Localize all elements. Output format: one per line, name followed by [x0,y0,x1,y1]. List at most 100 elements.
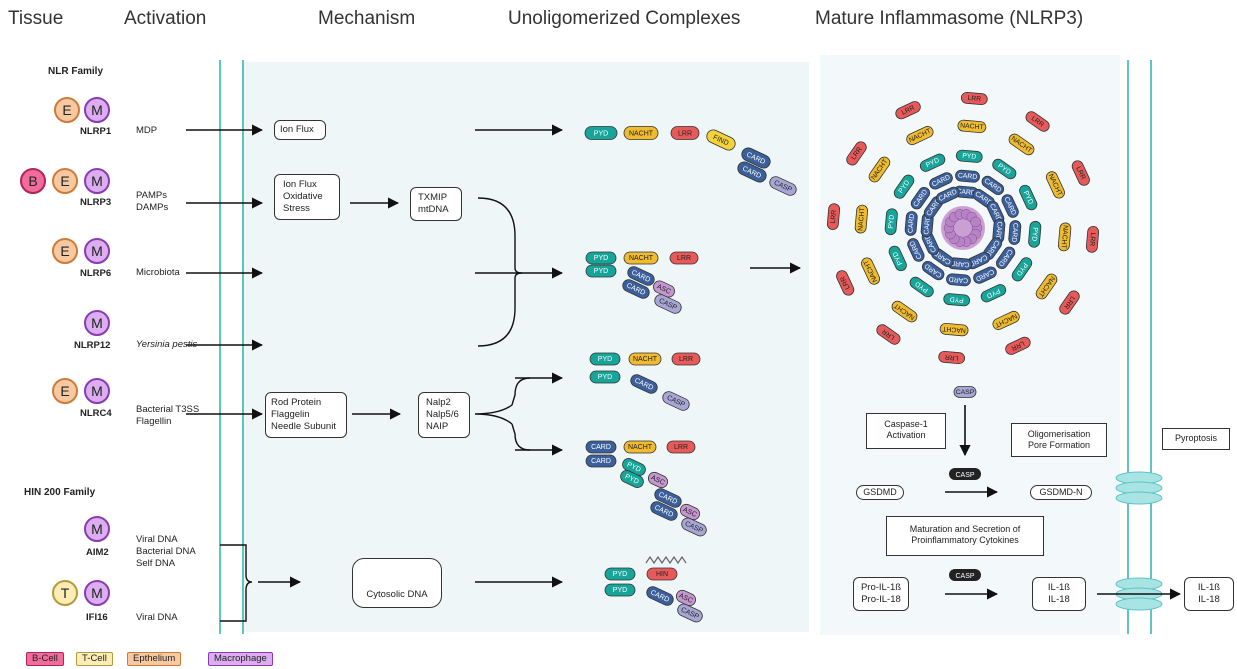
casp-domain: CASP [769,176,797,196]
asc-bead [970,216,981,228]
epithelium-badge: E [54,97,80,123]
b-cell-badge: B [20,168,46,194]
svg-text:LRR: LRR [678,130,692,137]
cytoplasm-panel-left [244,62,809,632]
pyd-domain: PYD [604,567,636,581]
nacht-domain: NACHT [1057,222,1072,252]
cell-membrane-right [1127,60,1152,634]
svg-text:NACHT: NACHT [628,444,653,451]
header-mature: Mature Inflammasome (NLRP3) [815,8,1084,29]
pyd-domain: PYD [589,352,621,366]
nlr-family-label: NLR Family [48,66,104,77]
cytosolic-dna-box: Cytosolic DNA [352,558,442,608]
casp-domain: CASP [953,386,977,398]
svg-text:PYD: PYD [594,130,608,137]
pyd-domain: PYD [888,245,907,272]
lrr-domain: LRR [826,203,841,231]
lrr-domain: LRR [666,440,696,454]
lrr-domain: LRR [1025,111,1050,132]
ion-flux-stress-box: Ion Flux Oxidative Stress [274,174,340,220]
svg-text:CARD: CARD [949,275,969,284]
svg-text:LRR: LRR [1088,232,1096,246]
activation-nlrp3: PAMPs DAMPs [136,190,169,213]
hin-domain: HIN [646,567,678,581]
pyd-domain: PYD [585,264,617,278]
macrophage-badge: M [84,378,110,404]
casp-domain: CASP [662,391,690,411]
lrr-domain: LRR [671,352,701,366]
lrr-domain: LRR [938,350,966,365]
casp-domain: CASP [681,517,707,537]
macrophage-badge: M [84,238,110,264]
svg-text:PYD: PYD [594,268,608,275]
svg-text:LRR: LRR [830,210,838,224]
asc-domain: ASC [647,471,669,489]
legend-t-cell: T-Cell [76,652,113,666]
svg-text:NACHT: NACHT [857,207,866,231]
casp-domain: CASP [677,603,703,623]
card-domain: CARD [585,454,617,468]
nacht-domain: NACHT [628,352,662,366]
sensor-nlrp3: NLRP3 [80,197,112,208]
pyd-domain: PYD [1028,220,1042,248]
txmip-box: TXMIP mtDNA [410,187,462,221]
lrr-domain: LRR [836,270,855,296]
lrr-domain: LRR [1005,336,1031,355]
card-domain: CARD [955,169,980,183]
asc-domain: ASC [675,589,697,607]
nacht-domain: NACHT [957,119,987,134]
activation-nlrp6: Microbiota [136,267,180,278]
svg-text:PYD: PYD [613,571,627,578]
brace-nalp [474,377,531,451]
svg-text:CARD: CARD [958,172,978,181]
svg-text:LRR: LRR [679,356,693,363]
gsdmd-label: GSDMD [856,485,904,500]
card-domain: CARD [646,586,674,606]
svg-text:PYD: PYD [598,356,612,363]
find-domain: FIND [706,129,736,151]
nalp-box: Nalp2 Nalp5/6 NAIP [418,392,470,438]
ion-flux-box: Ion Flux [274,120,326,140]
card-domain: CARD [992,218,1006,244]
svg-text:CARD: CARD [907,214,916,234]
activation-ifi16: Viral DNA [136,612,178,623]
pyd-domain: PYD [893,174,915,199]
nacht-domain: NACHT [623,126,659,140]
pyd-domain: PYD [919,153,946,172]
card-domain: CARD [627,266,655,286]
svg-text:PYD: PYD [962,153,977,161]
sensor-nlrp12: NLRP12 [74,340,111,351]
lrr-domain: LRR [876,324,901,345]
svg-text:CASP: CASP [955,573,974,580]
pyd-domain: PYD [992,158,1017,180]
gsdmd-pore-channel [1115,471,1163,505]
pro-il-box: Pro-IL-1ß Pro-IL-18 [853,577,909,611]
card-domain: CARD [654,488,682,508]
nacht-domain: NACHT [854,204,869,234]
brace-hin [220,544,253,622]
lrr-domain: LRR [846,141,867,166]
svg-text:LRR: LRR [967,95,981,103]
cytokine-pore-channel [1115,577,1163,611]
caspase1-activation-box: Caspase-1 Activation [866,413,946,449]
svg-text:CARD: CARD [956,188,976,197]
active-casp-domain: CASP [949,468,981,480]
pyd-domain: PYD [622,458,646,476]
svg-text:PYD: PYD [888,214,896,229]
pyd-domain: PYD [884,208,898,236]
activation-nlrp1: MDP [136,125,158,136]
svg-text:CARD: CARD [591,458,611,465]
sensor-nlrp1: NLRP1 [80,126,112,137]
il-outside-box: IL-1ß IL-18 [1184,577,1234,611]
pyd-domain: PYD [589,370,621,384]
pyd-domain: PYD [955,149,983,163]
svg-text:CARD: CARD [994,221,1003,241]
pyd-domain: PYD [604,583,636,597]
macrophage-badge: M [84,168,110,194]
nacht-domain: NACHT [623,251,659,265]
card-domain: CARD [741,147,771,169]
pyd-domain: PYD [909,276,934,298]
svg-text:CARD: CARD [950,259,970,268]
rod-protein-box: Rod Protein Flaggelin Needle Subunit [265,392,347,438]
